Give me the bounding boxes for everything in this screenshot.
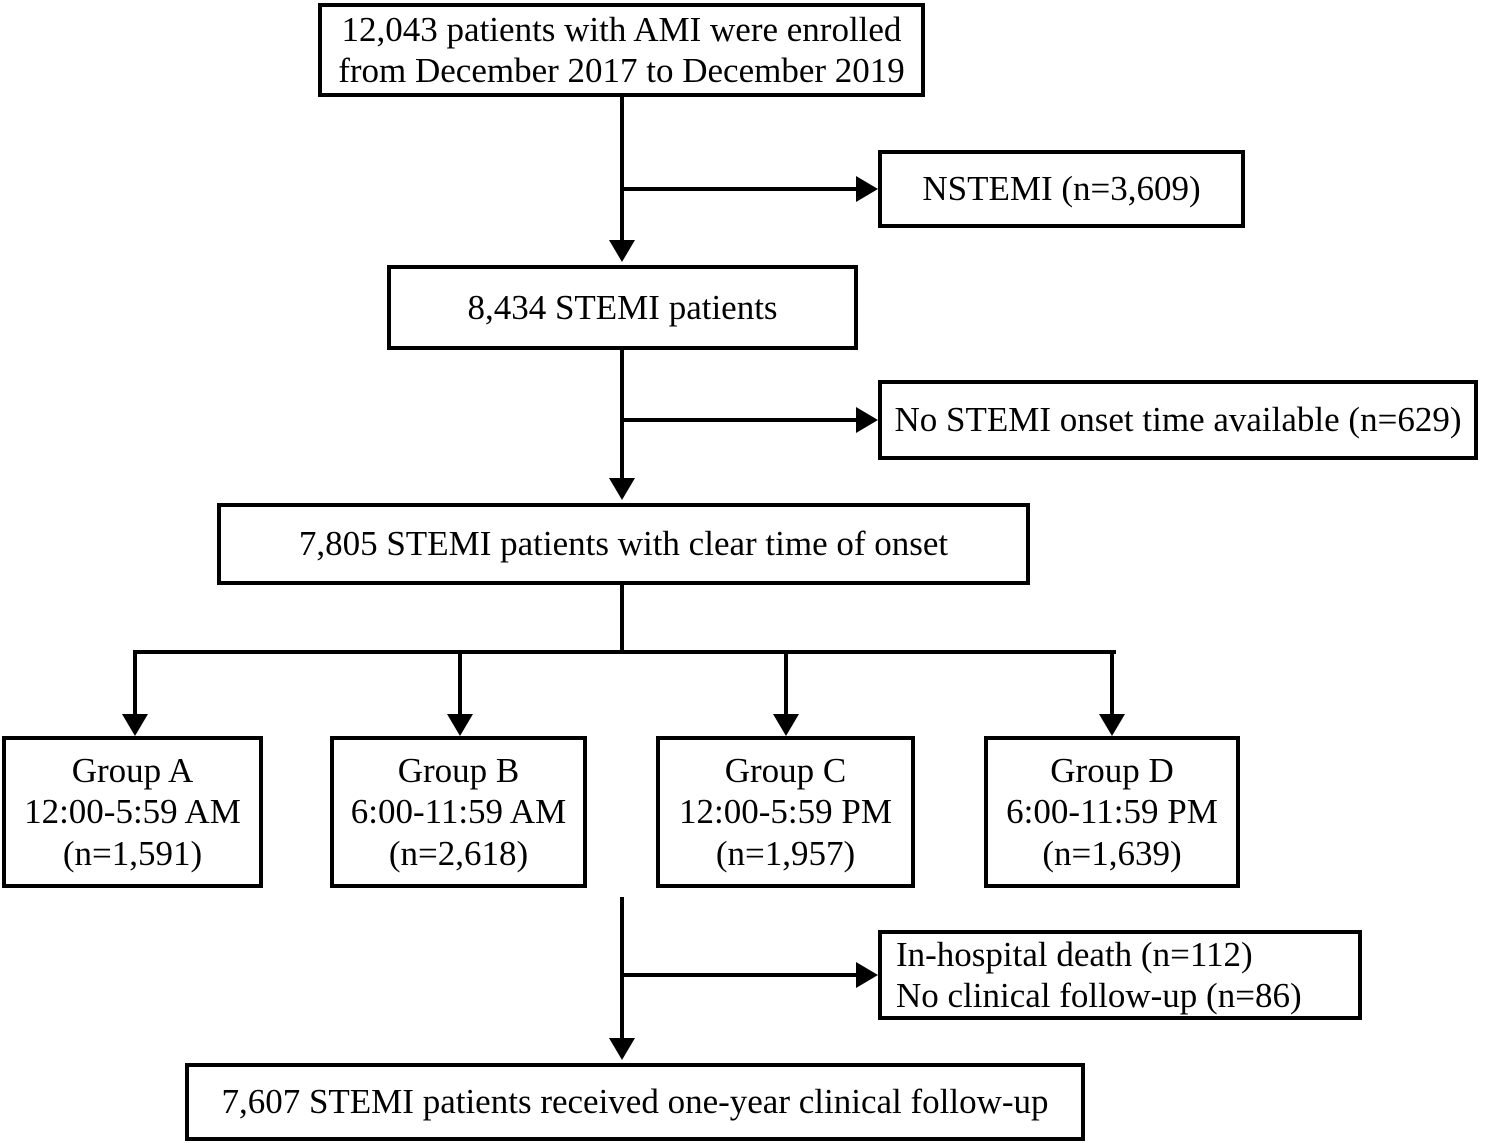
node-no-onset-excluded: No STEMI onset time available (n=629) xyxy=(878,380,1478,460)
node-followed-up: 7,607 STEMI patients received one-year c… xyxy=(185,1063,1085,1141)
node-stemi-clear-onset-label: 7,805 STEMI patients with clear time of … xyxy=(298,524,949,564)
node-group-a: Group A 12:00-5:59 AM (n=1,591) xyxy=(2,736,263,888)
node-group-a-name: Group A xyxy=(71,751,194,791)
node-nstemi-excluded: NSTEMI (n=3,609) xyxy=(878,150,1245,228)
node-nstemi-excluded-label: NSTEMI (n=3,609) xyxy=(922,169,1201,209)
connector-to-group-a xyxy=(133,650,137,718)
arrowhead-to-group-a xyxy=(122,714,148,736)
connector-enrolled-to-stemi xyxy=(620,97,624,243)
connector-to-group-d xyxy=(1110,650,1114,718)
node-group-d-name: Group D xyxy=(1050,751,1174,791)
node-group-d: Group D 6:00-11:59 PM (n=1,639) xyxy=(984,736,1240,888)
node-losses-line2: No clinical follow-up (n=86) xyxy=(896,976,1302,1015)
node-group-d-time: 6:00-11:59 PM xyxy=(1006,792,1218,832)
node-enrolled-line2: from December 2017 to December 2019 xyxy=(338,51,905,90)
node-group-b-time: 6:00-11:59 AM xyxy=(350,792,567,832)
node-group-c-name: Group C xyxy=(724,751,847,791)
node-no-onset-excluded-label: No STEMI onset time available (n=629) xyxy=(894,400,1462,440)
node-enrolled-line1: 12,043 patients with AMI were enrolled xyxy=(341,9,902,49)
arrowhead-stemi-to-clear-onset xyxy=(609,478,635,500)
node-group-c-time: 12:00-5:59 PM xyxy=(679,792,892,832)
arrowhead-to-group-b xyxy=(447,714,473,736)
connector-to-losses xyxy=(622,973,864,977)
node-group-a-time: 12:00-5:59 AM xyxy=(24,792,241,832)
arrowhead-to-nstemi xyxy=(856,176,878,202)
node-losses-line1: In-hospital death (n=112) xyxy=(896,934,1253,974)
arrowhead-to-losses xyxy=(856,962,878,988)
arrowhead-enrolled-to-stemi xyxy=(609,240,635,262)
node-group-d-count: (n=1,639) xyxy=(1042,833,1182,873)
node-group-b-name: Group B xyxy=(397,751,520,791)
node-stemi-label: 8,434 STEMI patients xyxy=(467,287,778,327)
node-followed-up-label: 7,607 STEMI patients received one-year c… xyxy=(221,1082,1049,1122)
connector-to-nstemi xyxy=(622,187,864,191)
arrowhead-to-group-d xyxy=(1099,714,1125,736)
connector-split-stem xyxy=(620,585,624,652)
node-group-b: Group B 6:00-11:59 AM (n=2,618) xyxy=(330,736,587,888)
arrowhead-to-no-onset xyxy=(856,407,878,433)
node-group-b-count: (n=2,618) xyxy=(388,833,529,873)
node-group-a-count: (n=1,591) xyxy=(62,833,203,873)
node-group-c-count: (n=1,957) xyxy=(715,833,856,873)
connector-to-no-onset xyxy=(622,418,864,422)
connector-stemi-to-clear-onset xyxy=(620,350,624,480)
arrowhead-to-group-c xyxy=(773,714,799,736)
connector-groups-to-followup xyxy=(620,897,624,1040)
connector-to-group-c xyxy=(784,650,788,718)
node-enrolled: 12,043 patients with AMI were enrolled f… xyxy=(318,3,925,97)
node-losses: In-hospital death (n=112) No clinical fo… xyxy=(878,930,1362,1020)
connector-split-bar xyxy=(133,650,1116,654)
node-stemi-clear-onset: 7,805 STEMI patients with clear time of … xyxy=(217,503,1030,585)
node-group-c: Group C 12:00-5:59 PM (n=1,957) xyxy=(656,736,915,888)
connector-to-group-b xyxy=(458,650,462,718)
arrowhead-groups-to-followup xyxy=(609,1038,635,1060)
node-stemi: 8,434 STEMI patients xyxy=(387,265,858,350)
